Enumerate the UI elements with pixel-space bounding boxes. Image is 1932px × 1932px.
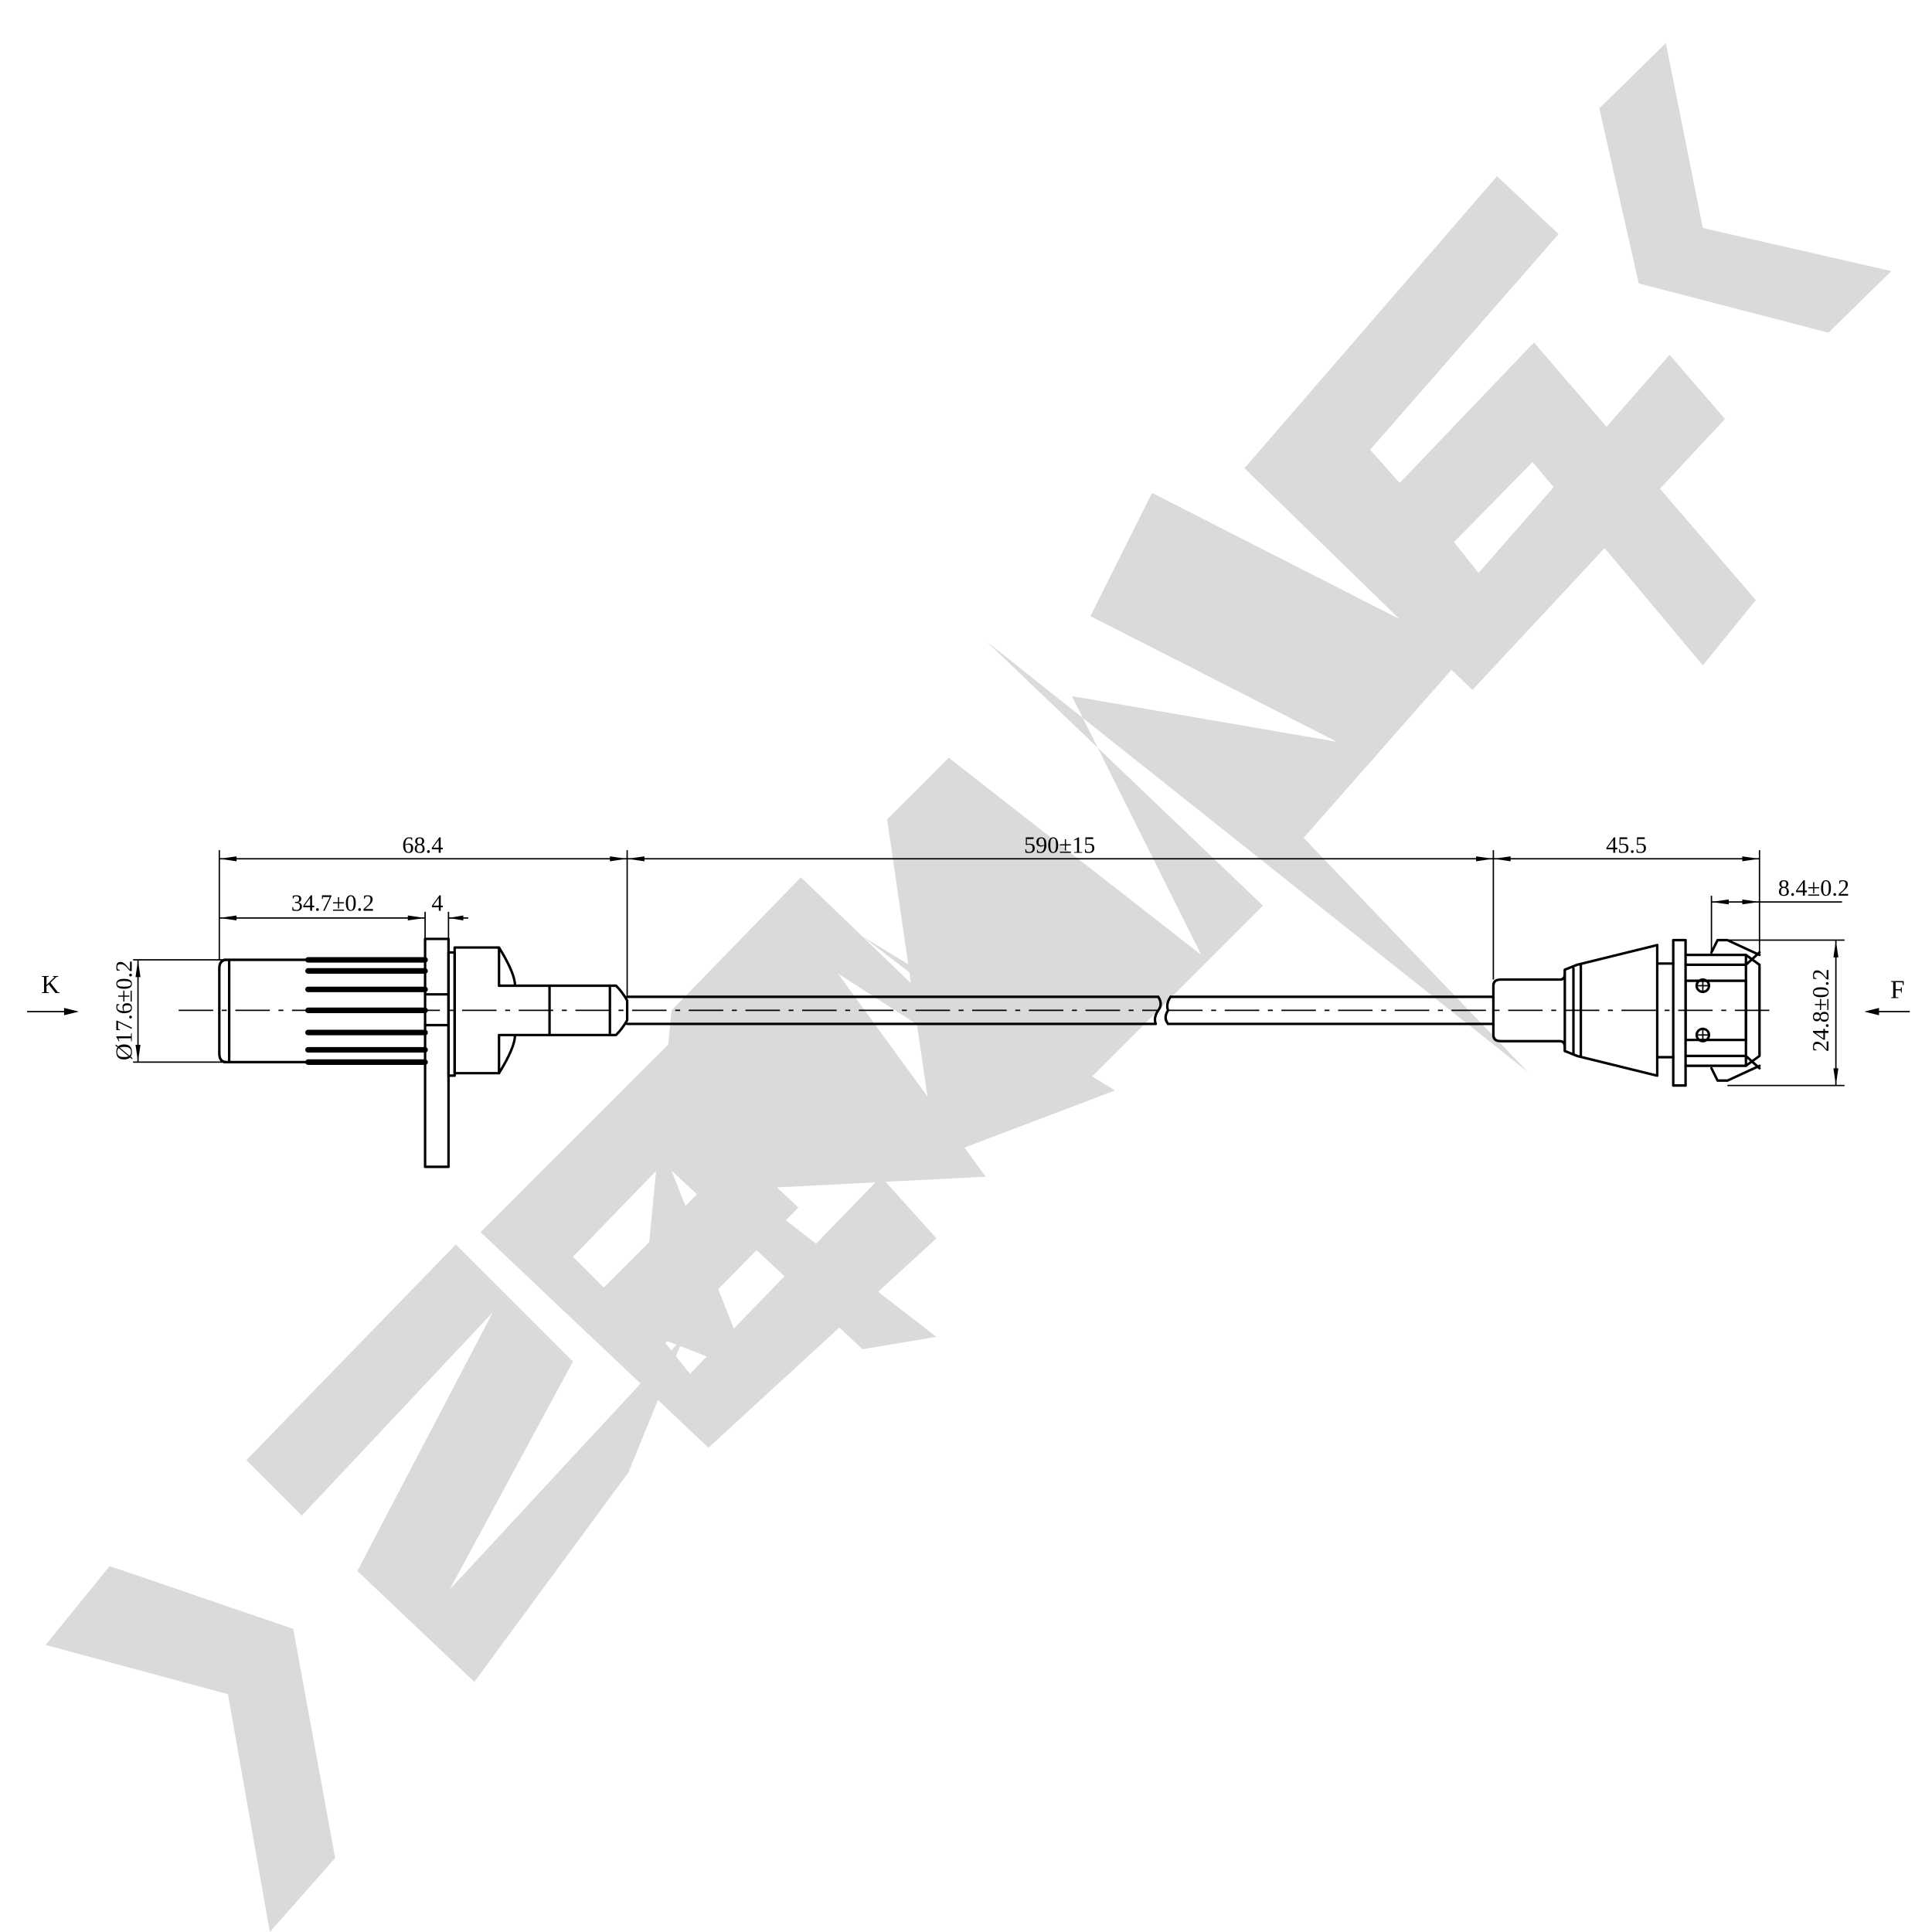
dim-connector-length: 45.5 — [1606, 832, 1647, 858]
arrow-right-icon — [63, 1008, 80, 1015]
watermark-letter-z — [246, 1244, 684, 1682]
arrow — [407, 915, 426, 921]
arrow — [448, 915, 464, 921]
dim-cable-length: 590±15 — [1024, 832, 1095, 858]
watermark-letter-w — [862, 492, 1529, 1158]
dimensions: 68.4 590±15 45.5 34.7±0.2 4 8.4±0.2 24.8… — [111, 832, 1849, 1087]
dim-connector-latch: 8.4±0.2 — [1778, 875, 1849, 901]
view-label-f: F — [1890, 975, 1905, 1004]
arrow — [1742, 856, 1760, 862]
arrow-left-icon — [1864, 1008, 1879, 1015]
arrow — [627, 856, 645, 862]
arrow — [1742, 899, 1760, 905]
dim-flange-thickness: 4 — [431, 889, 443, 916]
connector-housing — [1684, 951, 1761, 1070]
watermark-letter-e2 — [480, 1004, 937, 1448]
view-f: F — [1864, 975, 1910, 1015]
arrow — [610, 856, 628, 862]
watermark-chevron — [45, 1566, 335, 1932]
mounting-flange — [423, 937, 450, 1168]
connector-socket — [1684, 979, 1747, 1042]
watermark — [45, 43, 1892, 1932]
watermark-letter-n — [641, 877, 1029, 1374]
arrow — [1833, 940, 1838, 957]
connector — [1492, 938, 1761, 1087]
arrow — [135, 1045, 141, 1063]
cable-left — [625, 995, 1162, 1026]
sensor-head — [453, 946, 629, 1075]
connector-neck — [1655, 962, 1675, 1059]
arrow — [135, 960, 141, 978]
arrow — [219, 856, 237, 862]
cable — [625, 995, 1495, 1026]
latch-bottom — [1710, 1064, 1761, 1082]
latch-top — [1710, 938, 1761, 957]
arrow — [1833, 1068, 1838, 1086]
connector-flange — [1672, 938, 1687, 1087]
view-k: K — [27, 971, 80, 1015]
connector-boot — [1492, 944, 1659, 1077]
arrow — [1476, 856, 1494, 862]
cable-right — [1164, 995, 1495, 1026]
dim-body-length: 34.7±0.2 — [291, 889, 374, 916]
watermark-letter-e1 — [1244, 175, 1726, 690]
view-label-k: K — [41, 971, 60, 999]
dim-sensor-diameter: Ø17.6±0.2 — [111, 961, 138, 1060]
arrow — [219, 915, 237, 921]
sensor-body — [218, 937, 629, 1168]
watermark-letter-k — [1599, 43, 1892, 333]
dim-sensor-length: 68.4 — [402, 832, 443, 858]
arrow — [1493, 856, 1511, 862]
dim-connector-height: 24.8±0.2 — [1808, 969, 1834, 1052]
arrow — [1711, 899, 1729, 905]
sensor-cylinder — [218, 958, 310, 1063]
